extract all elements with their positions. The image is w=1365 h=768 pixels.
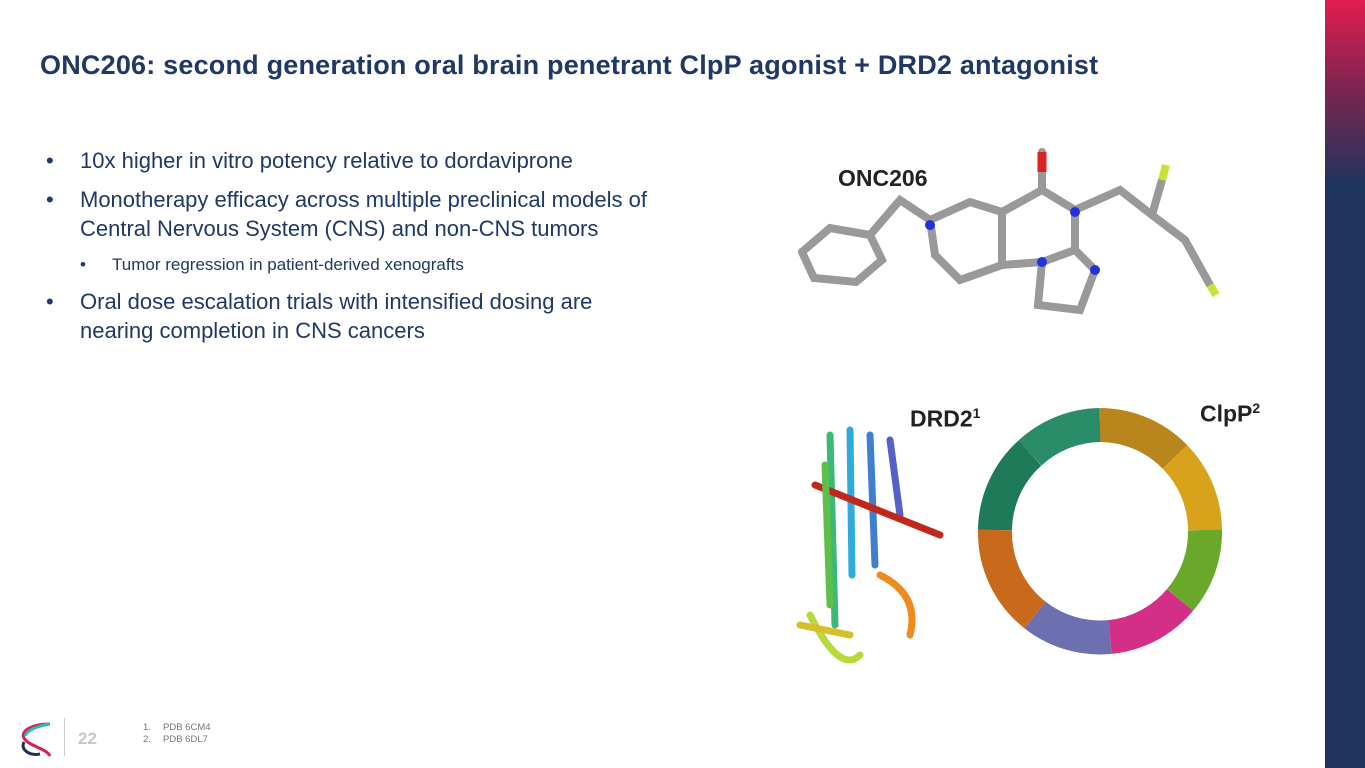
sub-bullet-item: Tumor regression in patient-derived xeno… xyxy=(46,253,666,277)
footnote-number: 1. xyxy=(143,722,151,733)
drd2-label: DRD21 xyxy=(910,405,980,433)
footnote-text: PDB 6DL7 xyxy=(163,734,208,745)
bullet-item: 10x higher in vitro potency relative to … xyxy=(46,146,666,175)
page-number: 22 xyxy=(78,729,97,748)
clpp-label: ClpP2 xyxy=(1200,400,1260,428)
decorative-sidebar xyxy=(1325,0,1365,768)
bullet-list: 10x higher in vitro potency relative to … xyxy=(46,146,666,355)
slide-title: ONC206: second generation oral brain pen… xyxy=(40,50,1099,80)
footnote-number: 2. xyxy=(143,734,151,745)
footnote: 2. PDB 6DL7 xyxy=(143,734,211,746)
molecule-label: ONC206 xyxy=(838,165,928,191)
footnotes: 1. PDB 6CM4 2. PDB 6DL7 xyxy=(143,722,211,746)
clpp-ref: 2 xyxy=(1252,400,1261,416)
onc206-molecule-structure xyxy=(798,148,1220,315)
company-logo-icon xyxy=(21,722,52,757)
footnote: 1. PDB 6CM4 xyxy=(143,722,211,734)
drd2-text: DRD2 xyxy=(910,405,973,432)
drd2-protein-structure xyxy=(796,426,944,664)
footnote-text: PDB 6CM4 xyxy=(163,722,211,733)
clpp-text: ClpP xyxy=(1200,400,1253,427)
bullet-item: Monotherapy efficacy across multiple pre… xyxy=(46,185,666,243)
footer-divider xyxy=(64,718,65,756)
bullet-item: Oral dose escalation trials with intensi… xyxy=(46,287,666,345)
clpp-protein-structure xyxy=(977,408,1222,655)
drd2-ref: 1 xyxy=(972,405,981,421)
